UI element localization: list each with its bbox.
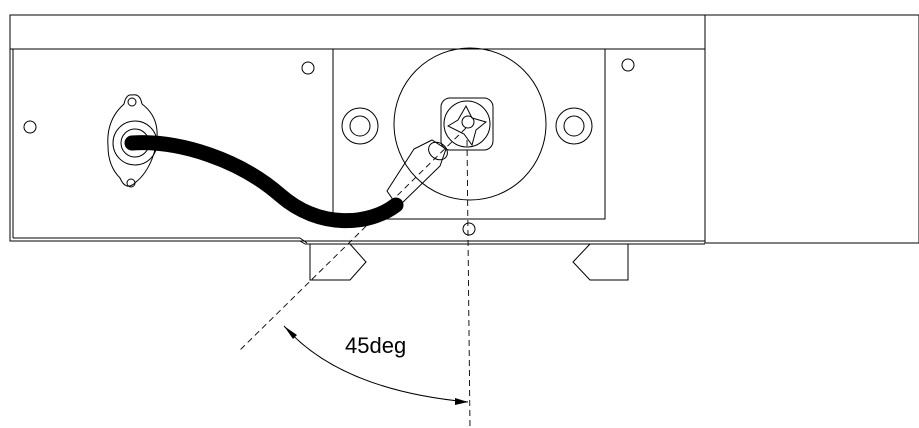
angle-arc — [283, 325, 469, 403]
inlet-fitting — [107, 94, 158, 188]
hole-left — [23, 120, 37, 134]
mounting-holes — [23, 58, 635, 236]
angle-arrow-top — [284, 326, 297, 339]
hub-circle — [443, 100, 491, 148]
angle-label: 45deg — [345, 333, 406, 358]
hole-bottom-center — [462, 222, 476, 236]
foot-right — [572, 243, 629, 281]
vertical-centerline — [466, 139, 471, 428]
hose — [124, 135, 404, 229]
rotor-disc — [393, 47, 547, 201]
foot-left — [309, 243, 367, 281]
hub-star — [446, 104, 488, 147]
center-plate — [332, 48, 606, 220]
angle-arrow-bottom — [455, 398, 468, 405]
hub-square — [440, 97, 494, 151]
bolt-right — [555, 107, 593, 145]
rotor-hub — [393, 47, 547, 201]
hub-center — [461, 115, 475, 129]
angled-centerline — [237, 127, 467, 353]
hole-top-right — [621, 58, 635, 72]
bolt-left — [341, 107, 379, 145]
swivel-nozzle — [386, 139, 448, 208]
right-block — [704, 14, 919, 244]
hole-top-left — [301, 61, 315, 75]
